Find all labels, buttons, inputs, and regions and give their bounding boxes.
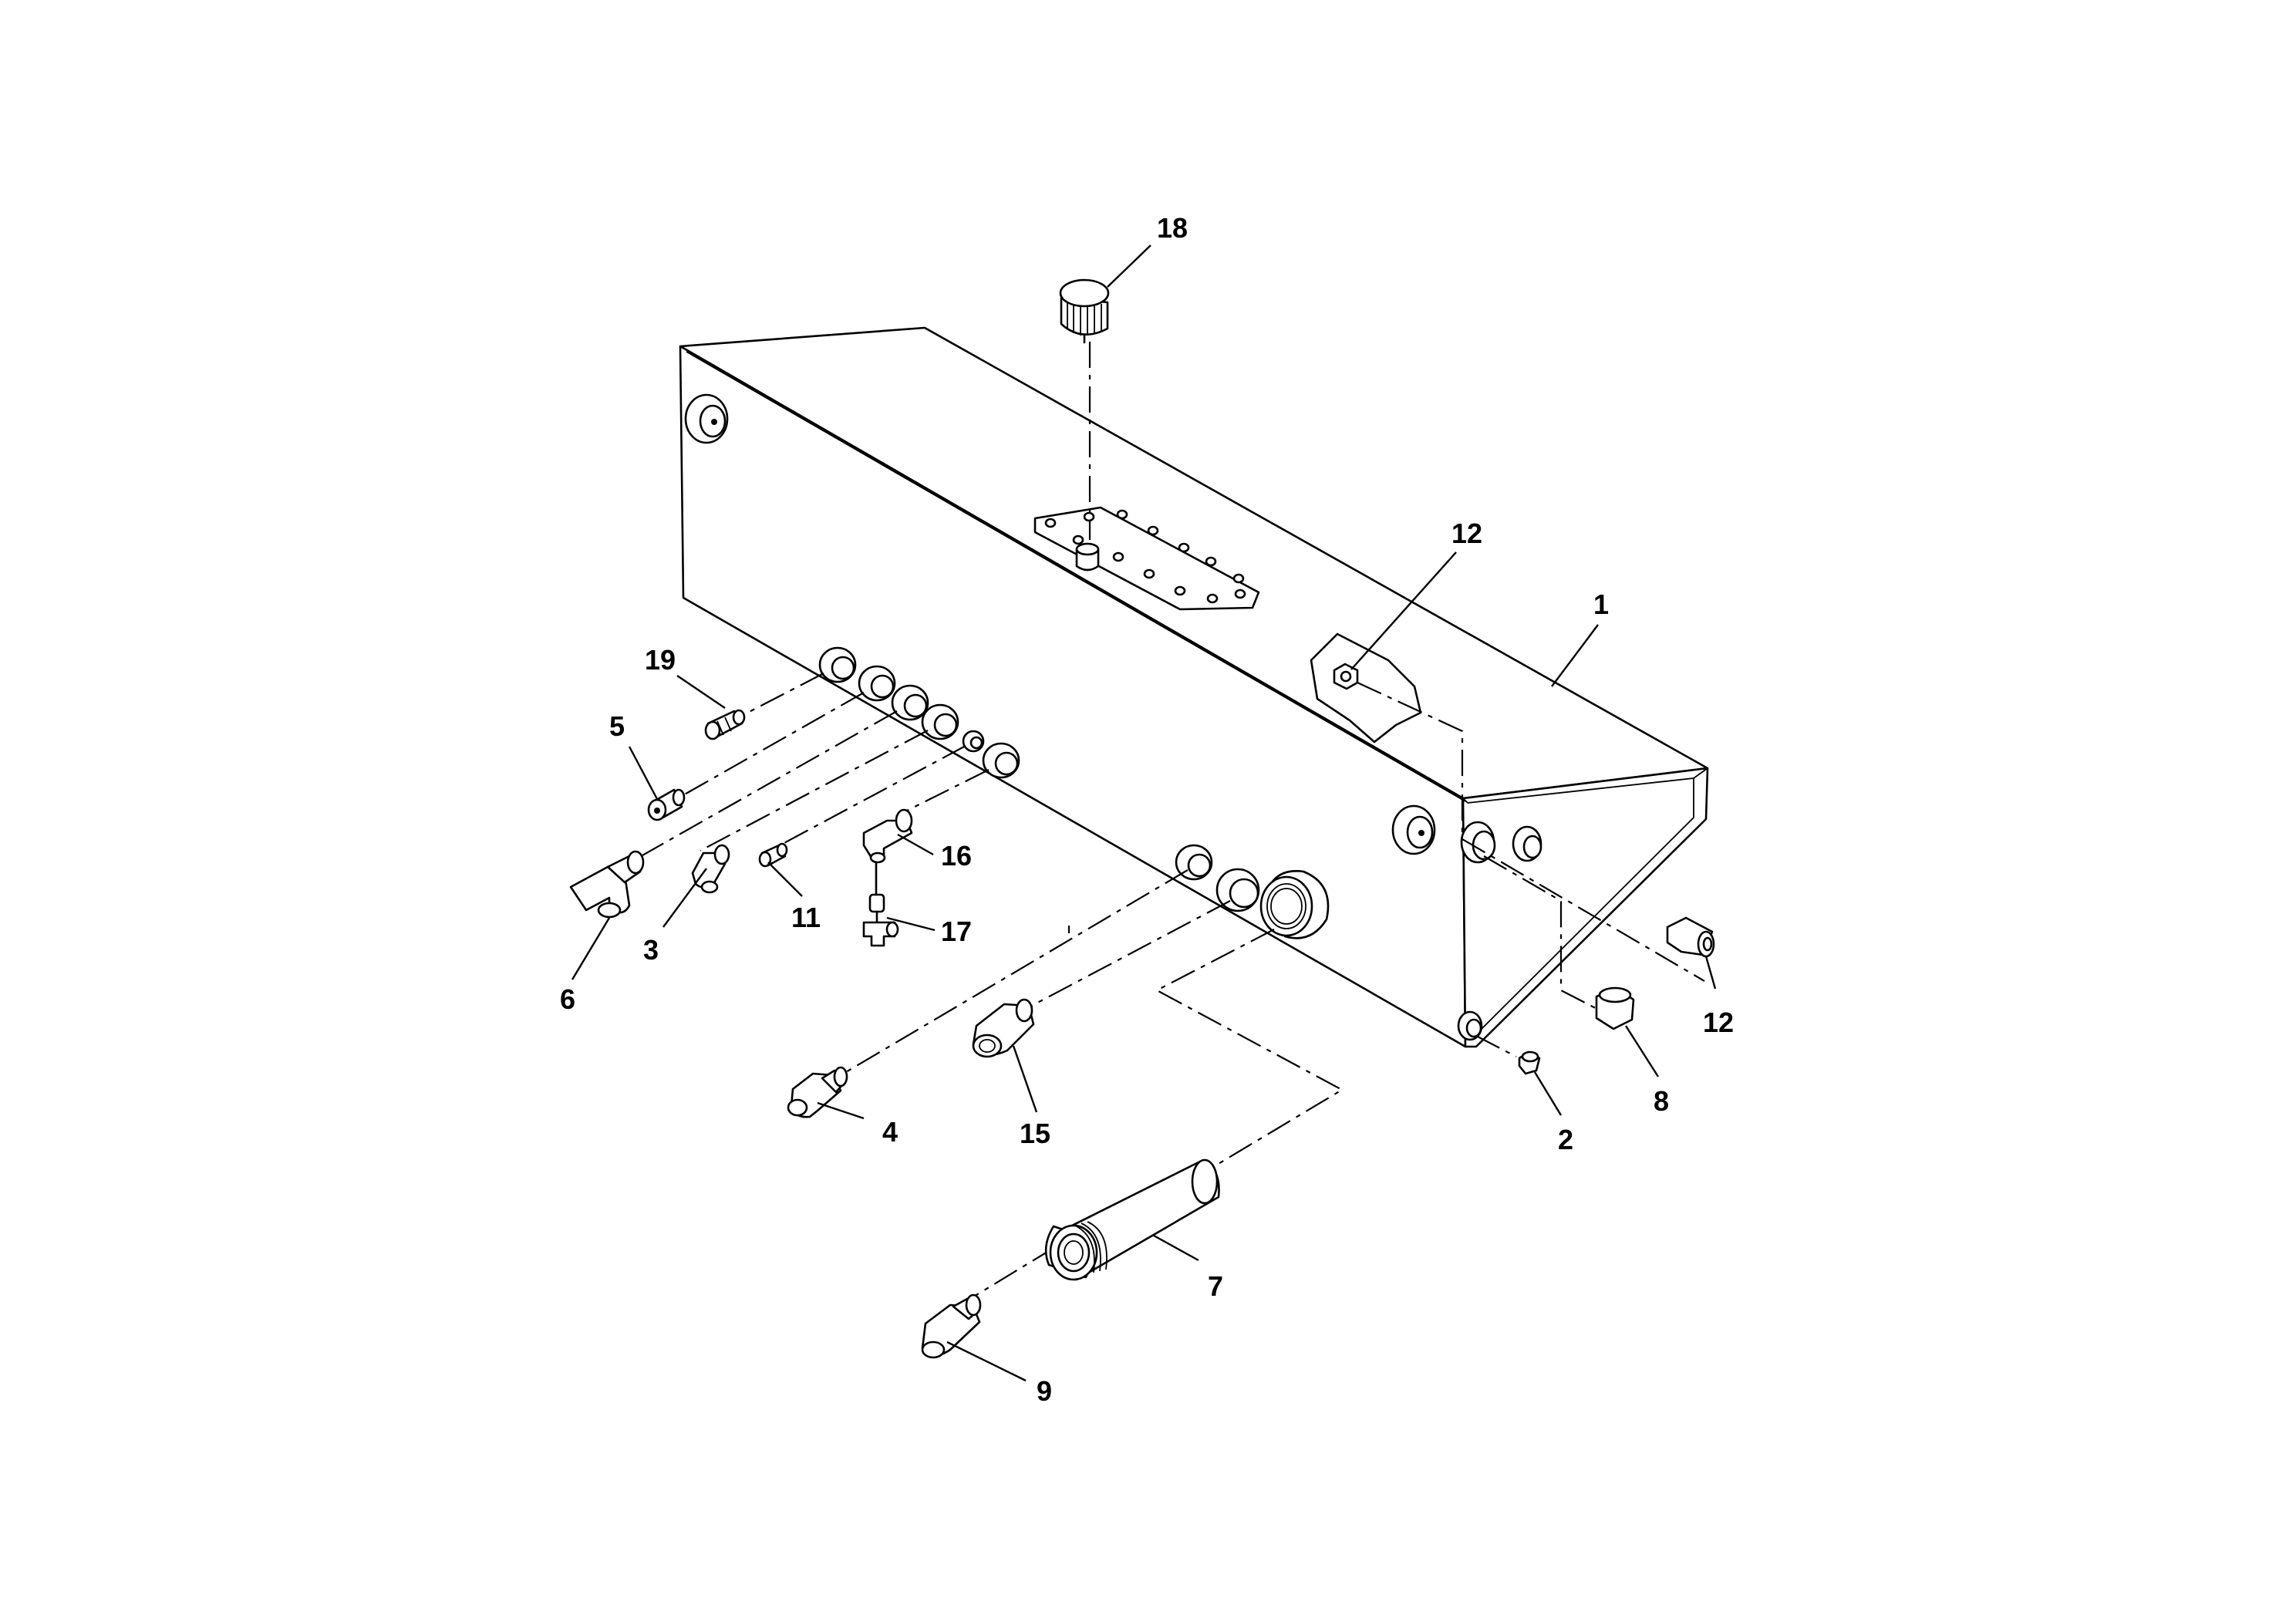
callout-label: 18 <box>1157 212 1188 244</box>
part-5-fitting <box>647 788 686 821</box>
callout-1: 1 <box>1551 588 1609 687</box>
callout-15: 15 <box>1012 1045 1050 1149</box>
callout-label: 12 <box>1703 1007 1734 1038</box>
part-2-plug <box>1518 1050 1541 1075</box>
fitting-12-upper <box>1333 663 1359 690</box>
callout-label: 2 <box>1558 1124 1573 1155</box>
part-6-elbow <box>569 850 645 919</box>
tank-port-lower <box>1457 1010 1483 1041</box>
callout-12-lower: 12 <box>1703 956 1734 1038</box>
callout-2: 2 <box>1533 1071 1573 1155</box>
cover-plate <box>1033 506 1260 611</box>
part-7-strainer <box>1044 1158 1220 1281</box>
callout-7: 7 <box>1153 1234 1223 1302</box>
callout-16: 16 <box>897 833 972 872</box>
callout-label: 1 <box>1593 588 1609 620</box>
callout-label: 12 <box>1451 518 1482 549</box>
part-15-elbow <box>972 998 1035 1058</box>
callout-label: 5 <box>609 710 625 742</box>
part-3-elbow <box>691 844 730 894</box>
callout-label: 8 <box>1654 1085 1669 1117</box>
callout-label: 16 <box>941 840 972 872</box>
callout-17: 17 <box>886 916 972 947</box>
callout-label: 7 <box>1208 1270 1223 1302</box>
callout-6: 6 <box>560 917 611 1015</box>
callout-label: 3 <box>643 934 659 966</box>
tank-port-upper-a <box>1460 821 1496 864</box>
tank-bosses-left-group <box>818 646 1020 779</box>
callout-label: 11 <box>791 902 821 933</box>
callout-label: 9 <box>1037 1375 1052 1407</box>
tank-body <box>679 326 1709 1048</box>
callout-9: 9 <box>946 1340 1052 1407</box>
callout-12-upper: 12 <box>1350 518 1482 670</box>
part-11-fitting <box>758 842 788 868</box>
callout-11: 11 <box>767 862 821 933</box>
callout-3: 3 <box>643 868 707 966</box>
part-9-elbow <box>921 1293 982 1359</box>
part-12-plug-lower <box>1666 916 1715 958</box>
gauge-cutout <box>1310 632 1422 744</box>
part-19-fitting <box>704 709 746 740</box>
callout-label: 4 <box>882 1116 898 1148</box>
callout-5: 5 <box>609 710 659 800</box>
callout-label: 15 <box>1020 1118 1050 1149</box>
callout-18: 18 <box>1107 212 1188 288</box>
callout-label: 17 <box>941 916 972 947</box>
callout-label: 6 <box>560 983 575 1015</box>
center-lines <box>624 342 1705 1309</box>
mounting-boss-right <box>1391 804 1436 855</box>
part-4-elbow <box>787 1066 848 1118</box>
callout-8: 8 <box>1624 1025 1669 1117</box>
callout-4: 4 <box>817 1101 898 1148</box>
tank-port-upper-b <box>1512 825 1542 862</box>
part-18-cap <box>1059 278 1110 344</box>
part-17-tee <box>862 893 899 947</box>
callout-label: 19 <box>645 644 676 676</box>
part-16-elbow <box>862 808 913 898</box>
mounting-boss-left <box>684 393 729 444</box>
callout-19: 19 <box>645 644 726 709</box>
part-8-plug <box>1595 986 1635 1030</box>
